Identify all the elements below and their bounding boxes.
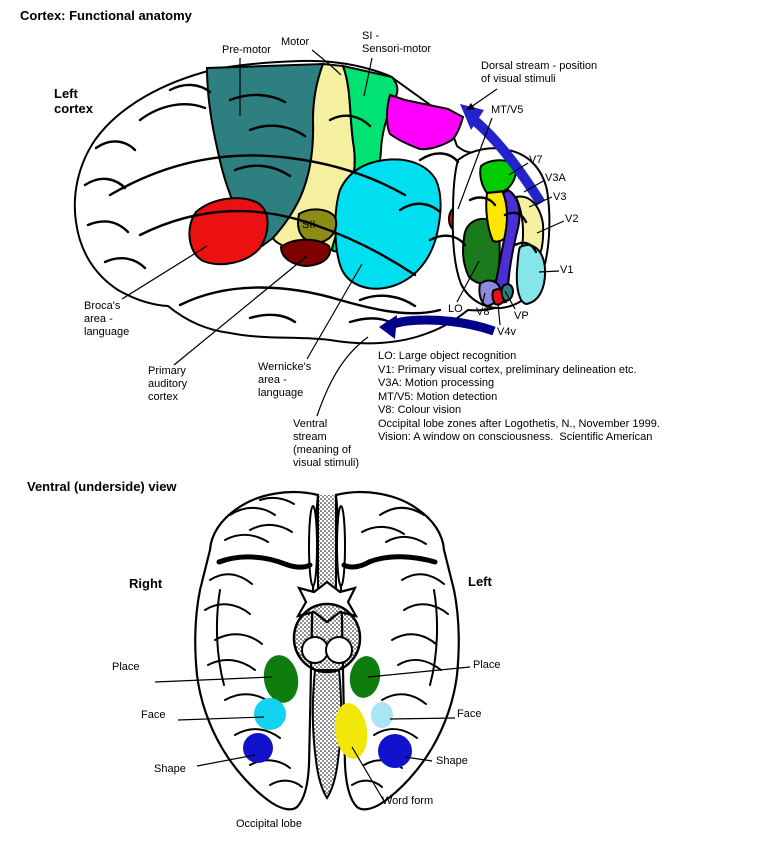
label-v3: V3 xyxy=(553,191,567,203)
label-occipital-lobe: Occipital lobe xyxy=(236,818,303,830)
label-vp: VP xyxy=(514,310,529,322)
label-v7: V7 xyxy=(529,154,543,166)
dorsal-stream-arrowhead xyxy=(460,104,484,130)
label-v1: V1 xyxy=(560,264,574,276)
label-place-left: Place xyxy=(112,661,140,673)
face-region-right-hemisphere xyxy=(254,698,286,730)
label-v2: V2 xyxy=(565,213,579,225)
label-shape-left: Shape xyxy=(154,763,186,775)
label-motor: Motor xyxy=(281,36,310,48)
lateral-fissure-bands xyxy=(216,554,438,570)
lateral-brain-diagram xyxy=(73,49,565,417)
legend-line: V8: Colour vision xyxy=(378,404,462,416)
label-lo: LO xyxy=(448,303,463,315)
label-auditory: Primary auditory cortex xyxy=(148,365,188,403)
label-word-form: Word form xyxy=(382,795,434,807)
right-hemisphere-outline xyxy=(194,490,320,811)
gyri-lines xyxy=(204,496,449,788)
sulci-lines xyxy=(83,83,538,327)
leader-lines-bottom xyxy=(154,666,471,802)
label-premotor: Pre-motor xyxy=(222,44,271,56)
label-dorsal-stream: Dorsal stream - position of visual stimu… xyxy=(481,60,598,85)
legend-line: Occipital lobe zones after Logothetis, N… xyxy=(378,417,660,430)
label-wernicke: Wernicke's area - language xyxy=(258,361,312,399)
label-shape-right: Shape xyxy=(436,755,468,767)
label-mtv5: MT/V5 xyxy=(491,104,524,116)
pons-lobe-left xyxy=(325,636,353,664)
ventral-view-title: Ventral (underside) view xyxy=(27,479,177,494)
legend-line: LO: Large object recognition xyxy=(378,350,517,362)
longitudinal-fissure xyxy=(318,495,336,590)
legend-line: Vision: A window on consciousness. Scien… xyxy=(378,431,653,443)
pons-lobe-right xyxy=(301,636,329,664)
label-ventral-stream: Ventral stream (meaning of visual stimul… xyxy=(293,418,360,469)
shape-region-left-hemisphere xyxy=(378,734,412,768)
label-sii: SII xyxy=(302,219,316,231)
place-region-right-hemisphere xyxy=(263,655,299,703)
place-region-left-hemisphere xyxy=(349,656,381,698)
ventral-brain-diagram xyxy=(154,490,471,811)
label-face-right: Face xyxy=(457,708,482,720)
shape-region-right-hemisphere xyxy=(243,733,273,763)
legend-line: MT/V5: Motion detection xyxy=(378,390,498,403)
page-title: Cortex: Functional anatomy xyxy=(20,8,192,23)
label-v8: V8 xyxy=(476,306,490,318)
leader-lines-top xyxy=(121,49,565,417)
label-v4v: V4v xyxy=(497,326,516,338)
olfactory-tract-right xyxy=(308,505,318,587)
wernicke-region xyxy=(334,158,442,290)
left-cortex-heading: Left cortex xyxy=(54,86,94,116)
v7-region xyxy=(479,159,517,195)
midline-edges xyxy=(317,495,337,590)
olfactory-tract-left xyxy=(336,505,346,587)
face-region-left-hemisphere xyxy=(371,702,393,728)
dorsal-parietal-region xyxy=(386,93,465,151)
label-face-left: Face xyxy=(141,709,166,721)
label-place-right: Place xyxy=(473,659,501,671)
label-left-hemisphere: Left xyxy=(468,574,492,589)
label-broca: Broca's area - language xyxy=(84,300,130,338)
auditory-region xyxy=(279,238,331,268)
label-v3a: V3A xyxy=(545,172,566,184)
ventral-stream-arrowhead xyxy=(379,315,397,339)
legend-block: LO: Large object recognition V1: Primary… xyxy=(378,350,660,445)
label-right-hemisphere: Right xyxy=(129,576,163,591)
label-si-sensorimotor: SI - Sensori-motor xyxy=(362,30,432,55)
v1-region xyxy=(515,244,547,306)
dorsal-stream-arrow xyxy=(470,116,546,206)
dorsal-label-arrowhead xyxy=(466,103,475,110)
vp-region xyxy=(500,283,515,302)
word-form-region xyxy=(334,703,368,759)
legend-line: V3A: Motion processing xyxy=(378,377,495,389)
pons xyxy=(292,602,362,674)
legend-line: V1: Primary visual cortex, preliminary d… xyxy=(378,363,637,376)
broca-region xyxy=(188,197,269,266)
